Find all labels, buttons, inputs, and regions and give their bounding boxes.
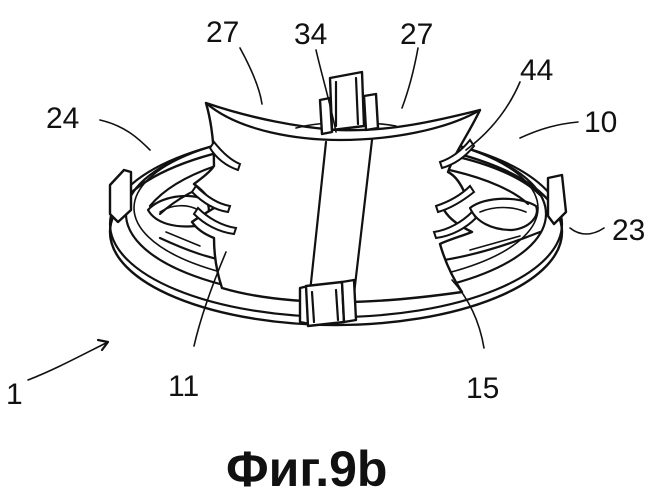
label-1: 1 <box>6 378 23 411</box>
label-27-right: 27 <box>400 18 433 51</box>
label-10: 10 <box>584 106 617 139</box>
label-27-left: 27 <box>206 16 239 49</box>
label-24: 24 <box>46 102 79 135</box>
label-44: 44 <box>520 54 553 87</box>
label-15: 15 <box>466 372 499 405</box>
label-11: 11 <box>168 370 199 403</box>
label-23: 23 <box>612 214 645 247</box>
label-34: 34 <box>294 18 327 51</box>
bottom-clip <box>300 280 356 326</box>
figure-caption: Фиг.9b <box>226 441 387 497</box>
central-body <box>192 103 480 302</box>
